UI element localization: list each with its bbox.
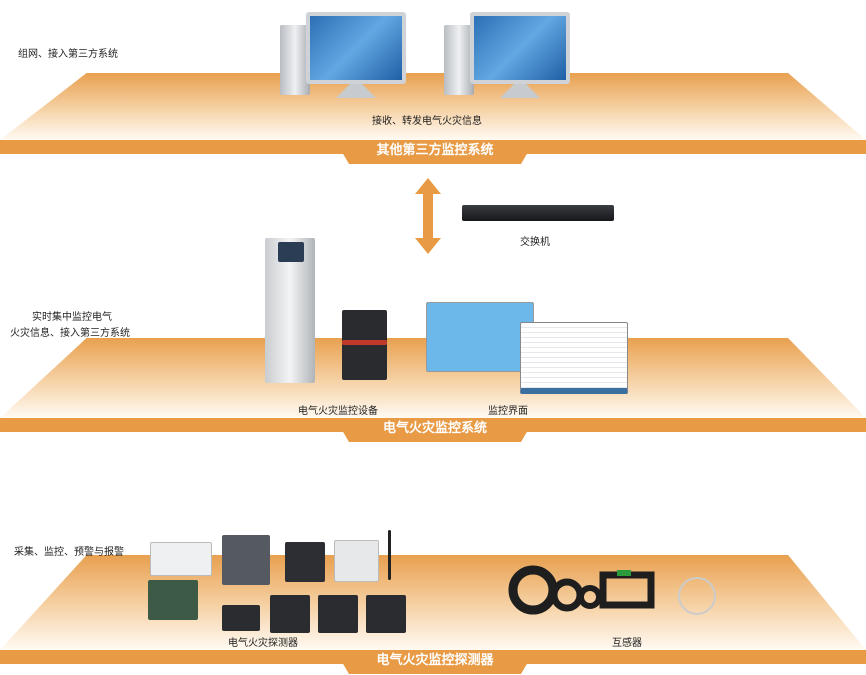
side-note: 组网、接入第三方系统 <box>18 49 118 60</box>
cabinet-stripe <box>342 340 387 345</box>
antenna-icon <box>388 530 391 580</box>
side-note: 采集、监控、预警与报警 <box>14 547 124 558</box>
side-note-line2: 火灾信息、接入第三方系统 <box>10 328 130 339</box>
layer-title-third-party: 其他第三方监控系统 <box>335 140 535 164</box>
monitoring-ui-table <box>520 322 628 394</box>
transformer-label: 互感器 <box>612 638 642 649</box>
layer-title-monitoring-system: 电气火灾监控系统 <box>335 418 535 442</box>
switch-label: 交换机 <box>520 237 550 248</box>
screen-label: 监控界面 <box>488 406 528 417</box>
detector-icon <box>285 542 325 582</box>
detector-icon <box>150 542 212 576</box>
monitoring-ui-screen <box>426 302 534 372</box>
bidirectional-arrow-icon <box>415 178 441 254</box>
platform-detectors <box>0 555 866 650</box>
detector-icon <box>222 605 260 631</box>
side-note-line1: 实时集中监控电气 <box>32 312 112 323</box>
caption: 接收、转发电气火灾信息 <box>372 116 482 127</box>
current-transformer-icon <box>508 565 655 615</box>
platform-third-party <box>0 73 866 140</box>
detector-icon <box>222 535 270 585</box>
device-label: 电气火灾监控设备 <box>298 406 378 417</box>
detector-icon <box>318 595 358 633</box>
layer-title-detectors: 电气火灾监控探测器 <box>335 650 535 674</box>
monitoring-kiosk-icon <box>265 238 315 383</box>
detector-icon <box>334 540 379 582</box>
detector-icon <box>270 595 310 633</box>
detector-label: 电气火灾探测器 <box>228 638 298 649</box>
flexible-coil-icon <box>678 577 716 615</box>
detector-icon <box>366 595 406 633</box>
detector-icon <box>148 580 198 620</box>
monitoring-cabinet-icon <box>342 310 387 380</box>
kiosk-screen <box>278 242 304 262</box>
network-switch-icon <box>462 205 614 221</box>
